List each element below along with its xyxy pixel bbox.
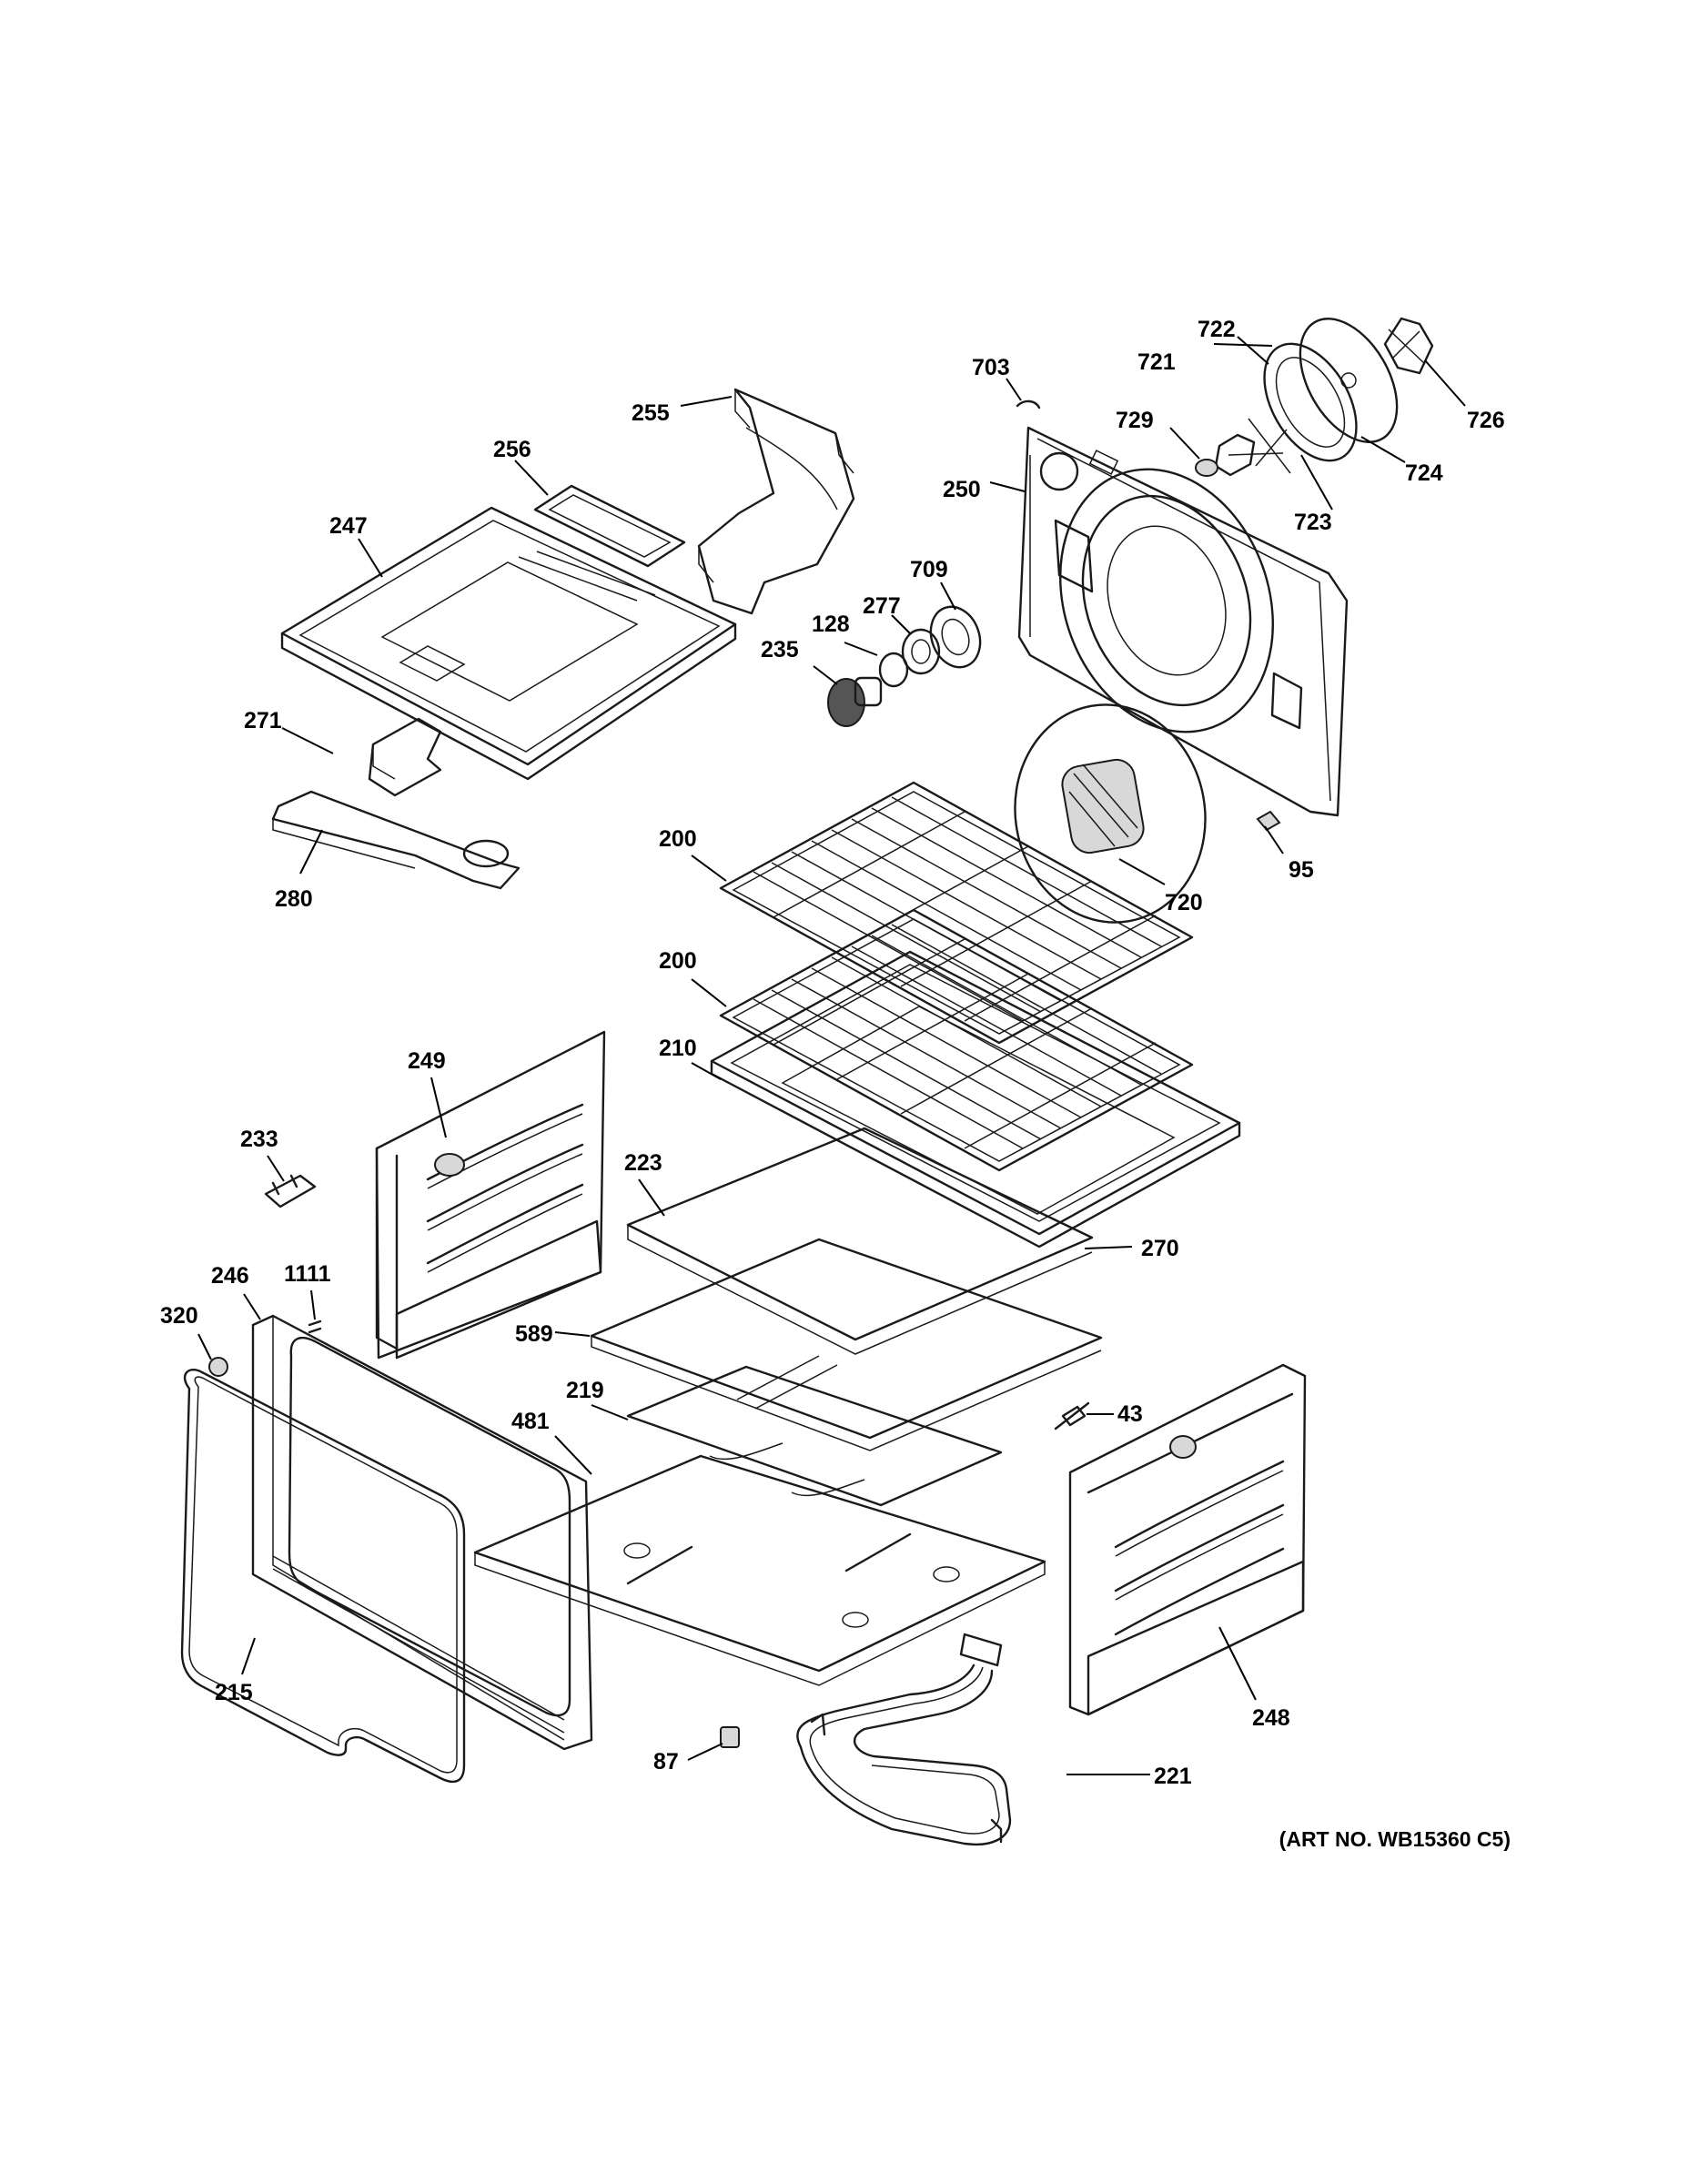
callout-280: 280 [275,886,313,912]
callout-724: 724 [1405,460,1443,486]
part-320 [208,1357,228,1377]
oven-bottom-481 [473,1454,1046,1686]
callout-1111: 1111 [284,1261,331,1287]
callout-256: 256 [493,437,531,462]
oven-back-panel [1017,426,1349,817]
broil-burner-280 [271,790,521,890]
part-219 [626,1365,1003,1507]
convection-fan-assembly [1195,317,1434,477]
callout-215: 215 [215,1680,253,1705]
bracket-271 [368,717,442,797]
callout-722: 722 [1198,317,1236,342]
callout-271: 271 [244,708,282,733]
part-95 [1256,810,1281,832]
callout-246: 246 [211,1263,249,1289]
oven-light-assembly [827,605,982,727]
callout-729: 729 [1116,408,1154,433]
side-panel-left-249 [375,1030,606,1360]
callout-235: 235 [761,637,799,662]
callout-labels: 703 722 721 726 729 724 723 255 256 247 … [160,317,1505,1789]
plate-256 [533,484,686,568]
screw-1111 [308,1320,322,1334]
callout-87: 87 [653,1749,679,1774]
callout-709: 709 [910,557,948,582]
callout-277: 277 [863,593,901,619]
callout-723: 723 [1294,510,1332,535]
callout-223: 223 [624,1150,662,1176]
switch-233 [264,1174,317,1208]
leader-lines [197,336,1466,1775]
plate-223 [626,1127,1094,1355]
callout-481: 481 [511,1409,550,1434]
bake-element-221 [796,1633,1012,1846]
callout-249: 249 [408,1048,446,1074]
callout-320: 320 [160,1303,198,1329]
oven-top-panel [280,506,737,781]
oven-rack-upper [719,781,1194,1045]
callout-247: 247 [329,513,368,539]
callout-221: 221 [1154,1764,1192,1789]
callout-589: 589 [515,1321,553,1347]
callout-210: 210 [659,1036,697,1061]
callout-720: 720 [1165,890,1203,915]
callout-233: 233 [240,1127,278,1152]
callout-200-lower: 200 [659,948,697,974]
callout-726: 726 [1467,408,1505,433]
callout-255: 255 [632,400,670,426]
callout-721: 721 [1137,349,1176,375]
callout-219: 219 [566,1378,604,1403]
callout-250: 250 [943,477,981,502]
callout-703: 703 [972,355,1010,380]
callout-200-upper: 200 [659,826,697,852]
callout-43: 43 [1117,1401,1143,1427]
part-43 [1054,1401,1090,1431]
callout-270: 270 [1141,1236,1179,1261]
clip-703 [1016,399,1041,410]
duct-255 [697,388,855,615]
door-gasket-215 [180,1368,466,1784]
oven-rack-210 [710,950,1241,1249]
callout-128: 128 [812,612,850,637]
oven-front-frame-246 [251,1314,593,1751]
callout-95: 95 [1289,857,1314,883]
part-87 [720,1726,740,1748]
fan-baffle-720 [1014,703,1207,924]
plate-589 [590,1238,1103,1451]
oven-rack-lower [719,908,1194,1172]
side-panel-right-248 [1068,1363,1307,1716]
art-number: (ART NO. WB15360 C5) [1279,1827,1511,1851]
callout-248: 248 [1252,1705,1290,1731]
